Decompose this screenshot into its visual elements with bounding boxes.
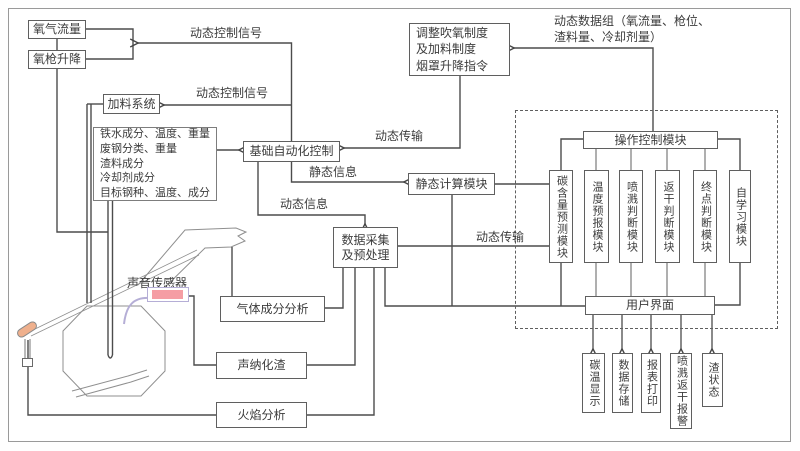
node-feeding-system: 加料系统 bbox=[103, 94, 160, 114]
node-charge-parameters: 铁水成分、温度、重量 废钢分类、重量 渣料成分 冷却剂成分 目标钢种、温度、成分 bbox=[93, 127, 217, 201]
label-dynamic-data-group: 动态数据组（氧流量、枪位、 渣料量、冷却剂量） bbox=[554, 14, 711, 44]
label-dynamic-info: 动态信息 bbox=[280, 197, 329, 211]
label-dynamic-control-signal-1: 动态控制信号 bbox=[190, 26, 263, 40]
node-user-interface: 用户界面 bbox=[585, 296, 715, 315]
output-slag-status: 渣状态 bbox=[702, 353, 723, 407]
label-dynamic-transfer-2: 动态传输 bbox=[476, 230, 525, 244]
node-flame-analysis: 火焰分析 bbox=[216, 402, 307, 428]
node-oxygen-flow: 氧气流量 bbox=[28, 20, 86, 39]
node-static-calculation-module: 静态计算模块 bbox=[408, 173, 495, 195]
label-dynamic-transfer-1: 动态传输 bbox=[375, 129, 424, 143]
node-data-acquisition: 数据采集 及预处理 bbox=[333, 227, 398, 268]
node-adjust-blowing-command: 调整吹氧制度 及加料制度 烟罩升降指令 bbox=[409, 23, 510, 76]
module-splash-judgment: 喷溅判断模块 bbox=[619, 170, 643, 263]
module-redry-judgment: 返干判断模块 bbox=[655, 170, 680, 263]
module-carbon-content-prediction: 碳含量预测模块 bbox=[549, 170, 573, 263]
module-endpoint-judgment: 终点判断模块 bbox=[693, 170, 717, 263]
output-data-storage: 数据存储 bbox=[612, 353, 633, 413]
output-carbon-temp-display: 碳温显示 bbox=[582, 353, 605, 413]
label-dynamic-control-signal-2: 动态控制信号 bbox=[196, 86, 269, 100]
sound-sensor-chip bbox=[152, 290, 183, 299]
module-self-learning: 自学习模块 bbox=[729, 170, 751, 263]
outer-border bbox=[8, 8, 791, 442]
node-gas-composition-analysis: 气体成分分析 bbox=[220, 296, 325, 322]
node-lance-lift: 氧枪升降 bbox=[28, 50, 86, 69]
output-splash-redry-alarm: 喷溅返干报警 bbox=[670, 353, 692, 429]
node-operation-control-module: 操作控制模块 bbox=[583, 131, 718, 149]
model-dashed-frame bbox=[515, 110, 778, 329]
module-temperature-forecast: 温度预报模块 bbox=[584, 170, 609, 263]
flame-camera-base bbox=[22, 358, 33, 367]
node-basic-automation-control: 基础自动化控制 bbox=[243, 141, 340, 162]
label-sound-sensor: 声音传感器 bbox=[127, 276, 188, 290]
label-static-info: 静态信息 bbox=[309, 165, 358, 179]
node-sonar-slagging: 声纳化渣 bbox=[216, 352, 307, 379]
output-report-printing: 报表打印 bbox=[641, 353, 661, 413]
